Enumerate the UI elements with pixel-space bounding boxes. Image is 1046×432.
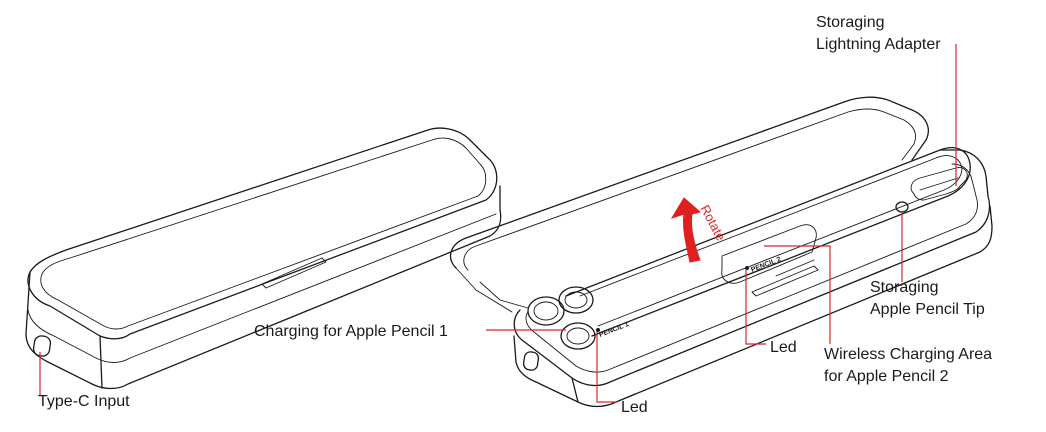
label-storaging-lightning-line1: Storaging (816, 14, 885, 31)
label-wireless-line2: for Apple Pencil 2 (824, 368, 949, 385)
leader-lines (39, 44, 957, 403)
label-led-left: Led (621, 399, 648, 416)
label-wireless-line1: Wireless Charging Area (824, 346, 992, 363)
rotate-arrow: Rotate (670, 197, 729, 263)
label-storaging-lightning-line2: Lightning Adapter (816, 36, 941, 53)
closed-case (25, 127, 502, 390)
label-type-c-input: Type-C Input (38, 393, 130, 410)
leader-wireless (764, 245, 831, 344)
leader-led-right (745, 270, 766, 345)
led-dot-right (745, 266, 749, 270)
rotate-label: Rotate (697, 202, 728, 243)
label-storaging-tip-line2: Apple Pencil Tip (870, 301, 985, 318)
leader-led-left (596, 332, 617, 403)
label-storaging-tip-line1: Storaging (870, 279, 939, 296)
led-dot-left (596, 328, 600, 332)
label-led-right: Led (770, 339, 797, 356)
label-charging-pencil-1: Charging for Apple Pencil 1 (254, 323, 448, 340)
